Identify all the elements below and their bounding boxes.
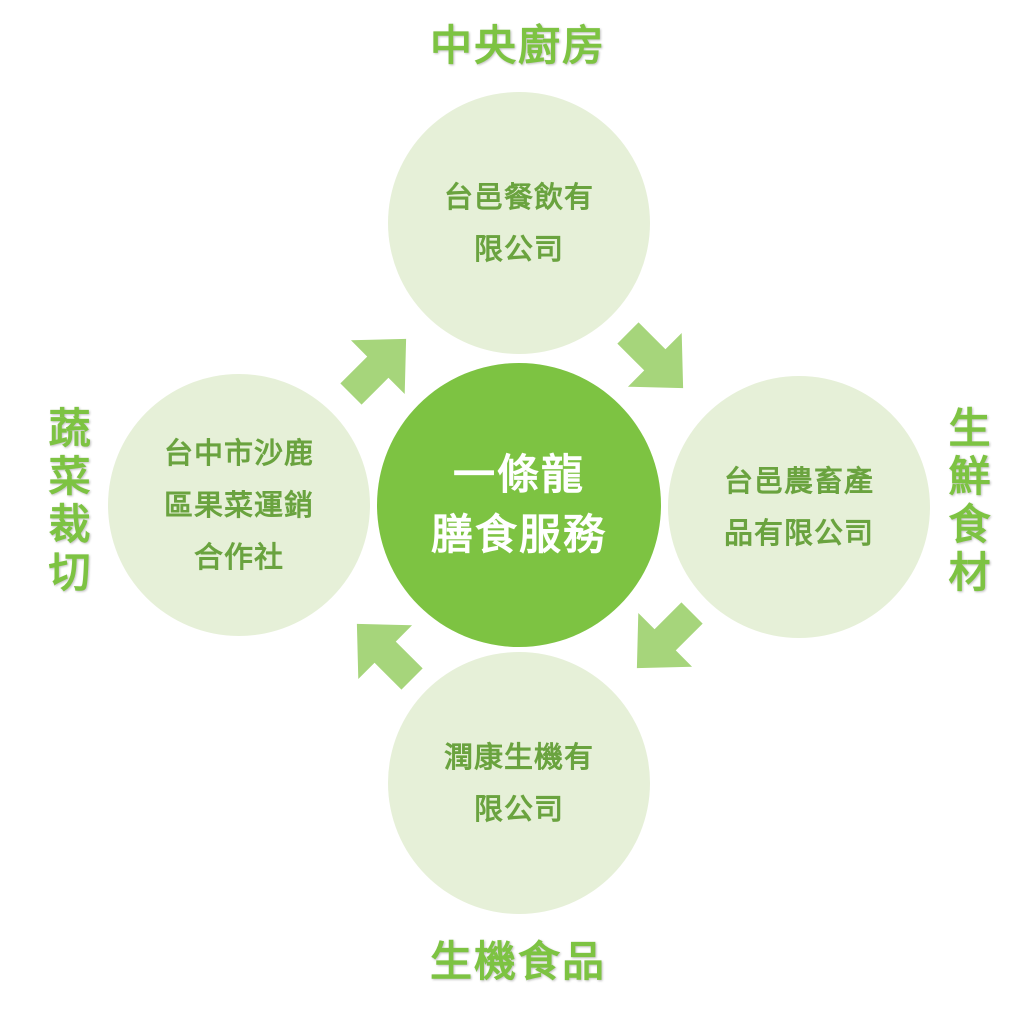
node-right-text: 台邑農畜產 品有限公司	[724, 463, 874, 551]
node-left-text: 台中市沙鹿 區果菜運銷 合作社	[164, 435, 314, 575]
category-label-right: 生鮮食材	[942, 406, 991, 598]
center-line-2: 膳食服務	[430, 510, 607, 559]
node-bottom-line-2: 限公司	[473, 792, 564, 826]
category-label-top: 中央廚房	[430, 21, 607, 70]
node-top-line-1: 台邑餐飲有	[443, 180, 594, 214]
node-bottom-line-1: 潤康生機有	[443, 740, 594, 774]
node-bottom-circle: 潤康生機有 限公司	[388, 652, 650, 914]
center-text: 一條龍 膳食服務	[431, 450, 607, 560]
node-top-circle: 台邑餐飲有 限公司	[388, 92, 650, 354]
arrow-top-to-right	[601, 306, 710, 415]
node-right-line-2: 品有限公司	[723, 516, 874, 550]
node-top-text: 台邑餐飲有 限公司	[444, 179, 594, 267]
arrow-bottom-to-left	[330, 597, 439, 706]
node-left-line-1: 台中市沙鹿	[163, 436, 314, 470]
center-line-1: 一條龍	[452, 450, 585, 499]
category-label-left: 蔬菜裁切	[42, 406, 91, 598]
node-right-circle: 台邑農畜產 品有限公司	[668, 376, 930, 638]
node-right-line-1: 台邑農畜產	[723, 464, 874, 498]
center-circle: 一條龍 膳食服務	[377, 363, 661, 647]
arrow-right-to-bottom	[610, 586, 719, 695]
node-top-line-2: 限公司	[473, 232, 564, 266]
node-left-line-3: 合作社	[193, 540, 284, 574]
node-left-circle: 台中市沙鹿 區果菜運銷 合作社	[108, 374, 370, 636]
node-left-line-2: 區果菜運銷	[163, 488, 314, 522]
category-label-bottom: 生機食品	[430, 937, 607, 986]
node-bottom-text: 潤康生機有 限公司	[444, 739, 594, 827]
